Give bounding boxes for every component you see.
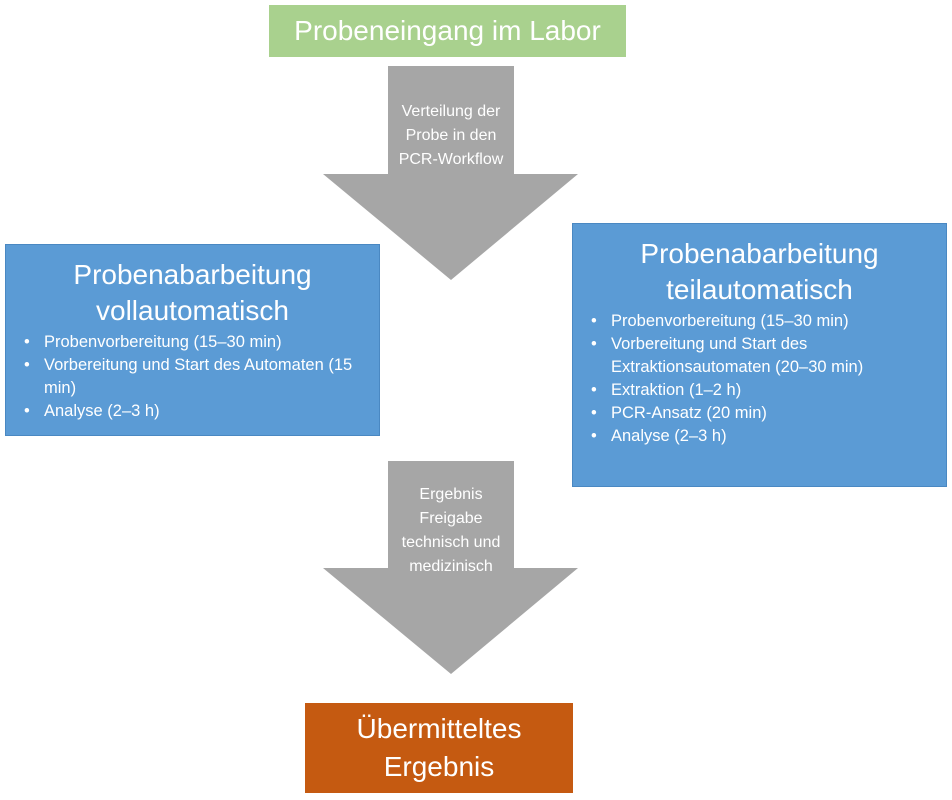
down-arrow-bottom [323, 461, 578, 674]
list-item: Vorbereitung und Start des Automaten (15… [24, 354, 369, 400]
process-steps-fully-automatic: Probenvorbereitung (15–30 min) Vorbereit… [6, 331, 379, 423]
list-item: Analyse (2–3 h) [591, 425, 936, 448]
list-item: PCR-Ansatz (20 min) [591, 402, 936, 425]
result-label-line-2: Ergebnis [383, 751, 495, 782]
process-title-fully-automatic: Probenabarbeitung vollautomatisch [73, 259, 312, 326]
process-title-semi-automatic: Probenabarbeitung teilautomatisch [640, 238, 879, 305]
list-item: Probenvorbereitung (15–30 min) [24, 331, 369, 354]
result-label-line-1: Übermitteltes [356, 713, 522, 744]
start-box: Probeneingang im Labor [269, 5, 626, 57]
arrow-top-label: Verteilung der Probe in den PCR-Workflow [398, 103, 504, 168]
list-item: Probenvorbereitung (15–30 min) [591, 310, 936, 333]
arrow-bottom-label: Ergebnis Freigabe technisch und medizini… [401, 486, 501, 575]
list-item: Extraktion (1–2 h) [591, 379, 936, 402]
process-box-fully-automatic: Probenabarbeitung vollautomatisch Proben… [5, 244, 380, 436]
process-steps-semi-automatic: Probenvorbereitung (15–30 min) Vorbereit… [573, 310, 946, 448]
start-label: Probeneingang im Labor [294, 15, 601, 46]
list-item: Vorbereitung und Start des Extraktionsau… [591, 333, 936, 379]
result-box: Übermitteltes Ergebnis [305, 703, 573, 793]
list-item: Analyse (2–3 h) [24, 400, 369, 423]
process-box-semi-automatic: Probenabarbeitung teilautomatisch Proben… [572, 223, 947, 487]
down-arrow-top [323, 66, 578, 280]
